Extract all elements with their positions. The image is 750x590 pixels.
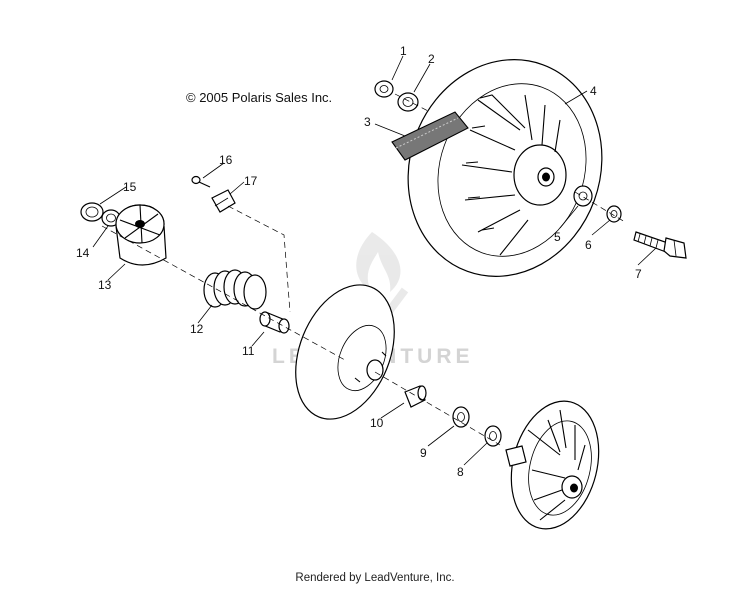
callout-15: 15	[123, 180, 137, 194]
washer-1	[374, 80, 394, 98]
callout-11: 11	[242, 344, 255, 358]
callout-12: 12	[190, 322, 204, 336]
callout-3: 3	[364, 115, 371, 129]
leader-lines	[92, 55, 657, 466]
drive-belt-3	[391, 111, 469, 161]
callout-8: 8	[457, 465, 464, 479]
spacer-10	[404, 385, 427, 408]
roller-17	[211, 189, 236, 213]
washer-2	[397, 92, 419, 112]
washer-6	[606, 205, 622, 223]
clutch-sheave-4	[407, 59, 603, 277]
callout-2: 2	[428, 52, 435, 66]
cam-13	[115, 204, 167, 266]
callout-7: 7	[635, 267, 642, 281]
callout-16: 16	[219, 153, 233, 167]
sheave-movable	[295, 284, 395, 420]
spring-12	[203, 269, 267, 310]
copyright-text: © 2005 Polaris Sales Inc.	[186, 90, 333, 105]
bolt-7	[633, 231, 687, 259]
callout-9: 9	[420, 446, 427, 460]
sheave-fixed	[505, 400, 600, 530]
washer-9	[452, 406, 470, 428]
washer-14	[101, 209, 121, 227]
callout-6: 6	[585, 238, 592, 252]
spacer-5	[573, 185, 593, 207]
callout-17: 17	[244, 174, 258, 188]
callout-14: 14	[76, 246, 90, 260]
callout-13: 13	[98, 278, 112, 292]
ring-15	[80, 202, 104, 222]
callout-4: 4	[590, 84, 597, 98]
callout-5: 5	[554, 230, 561, 244]
callout-10: 10	[370, 416, 384, 430]
callout-1: 1	[400, 44, 407, 58]
footer-text: Rendered by LeadVenture, Inc.	[295, 572, 455, 584]
washer-8	[484, 425, 502, 447]
pin-16	[191, 175, 211, 188]
